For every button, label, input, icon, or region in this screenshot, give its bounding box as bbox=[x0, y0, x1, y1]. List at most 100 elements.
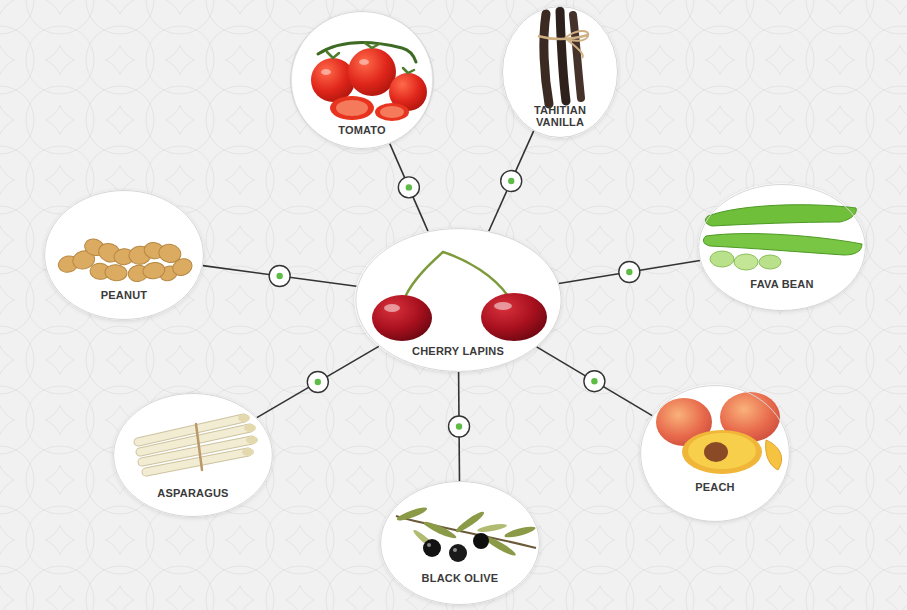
ingredient-circle: TAHITIAN VANILLA bbox=[502, 6, 618, 138]
connector-knob bbox=[307, 371, 328, 392]
tomato-picture-part bbox=[336, 100, 368, 116]
cherry-picture-part bbox=[494, 302, 512, 310]
peanut-picture-part-part bbox=[170, 256, 195, 279]
vanilla-picture-part bbox=[573, 15, 581, 98]
ingredient-label: PEANUT bbox=[59, 289, 189, 301]
fava-bean-picture bbox=[703, 205, 862, 270]
asparagus-picture-part-part bbox=[246, 436, 258, 444]
peanut-picture-part-part bbox=[142, 261, 166, 281]
white-disk-part bbox=[698, 184, 866, 311]
circle-outline bbox=[640, 385, 790, 522]
asparagus-picture-part-part bbox=[146, 452, 248, 472]
ingredient-label: TAHITIAN VANILLA bbox=[518, 104, 602, 128]
fava-bean-picture-part bbox=[734, 254, 758, 270]
connector bbox=[257, 346, 379, 417]
peanut-picture-part bbox=[143, 240, 183, 264]
green-dot bbox=[626, 269, 632, 275]
ingredient-circle: PEANUT bbox=[44, 190, 204, 320]
tomato-picture-part bbox=[375, 103, 409, 121]
white-disk-part bbox=[380, 481, 540, 605]
peach-picture-part bbox=[766, 440, 782, 470]
ingredient-label: ASPARAGUS bbox=[128, 487, 258, 499]
asparagus-picture-part bbox=[238, 414, 258, 456]
asparagus-picture-part-part bbox=[242, 448, 254, 456]
circle-border bbox=[641, 385, 790, 521]
cherry-picture bbox=[372, 252, 547, 341]
circle-border bbox=[502, 7, 617, 138]
fava-bean-picture-part bbox=[710, 251, 734, 267]
tomato-picture-part bbox=[311, 58, 355, 102]
ingredient-label: TOMATO bbox=[302, 124, 422, 136]
peach-picture-part bbox=[682, 430, 762, 474]
asparagus-picture-part bbox=[196, 424, 202, 470]
olive-picture-part-part bbox=[504, 524, 537, 539]
peanut-picture bbox=[56, 235, 195, 284]
connector bbox=[203, 266, 356, 287]
cherry-picture-part bbox=[384, 304, 400, 312]
peanut-picture-part bbox=[89, 262, 127, 281]
connector-knob bbox=[619, 261, 640, 282]
asparagus-picture-part-part bbox=[244, 424, 256, 432]
tomato-picture-part bbox=[380, 106, 404, 118]
white-disk bbox=[44, 6, 866, 605]
asparagus-picture-part bbox=[138, 418, 252, 472]
olive-picture-part-part bbox=[396, 505, 428, 523]
circle-border bbox=[291, 12, 434, 149]
ingredient-circle: FAVA BEAN bbox=[698, 184, 866, 311]
asparagus-picture-part bbox=[138, 418, 252, 472]
peach-picture-part bbox=[704, 442, 728, 462]
ingredient-circle: ASPARAGUS bbox=[113, 393, 273, 517]
connector-knob bbox=[501, 171, 522, 192]
ingredient-label: PEACH bbox=[655, 481, 775, 493]
ingredient-circle: PEACH bbox=[640, 385, 790, 522]
ingredient-circle: BLACK OLIVE bbox=[380, 481, 540, 605]
cherry-picture-part bbox=[372, 295, 432, 341]
peanut-picture-part-part bbox=[104, 264, 127, 282]
cherry-picture-part bbox=[443, 252, 508, 296]
tomato-picture-part bbox=[327, 43, 414, 73]
tomato-picture-part bbox=[359, 59, 369, 65]
green-dot bbox=[591, 378, 597, 384]
peach-picture-part bbox=[688, 433, 756, 469]
olive-picture-part-part bbox=[477, 522, 508, 533]
asparagus-picture-part-part bbox=[238, 414, 250, 422]
cherry-picture-part bbox=[405, 252, 443, 297]
tomato-picture bbox=[311, 43, 427, 121]
ingredient-circle: CHERRY LAPINS bbox=[355, 228, 562, 372]
green-dot bbox=[508, 178, 514, 184]
olive-picture bbox=[396, 505, 537, 562]
ingredient-label: CHERRY LAPINS bbox=[373, 345, 543, 357]
vanilla-picture-part bbox=[544, 14, 549, 104]
vanilla-picture bbox=[538, 11, 588, 104]
asparagus-picture bbox=[138, 414, 258, 472]
green-dot bbox=[276, 273, 282, 279]
cherry-picture-part bbox=[481, 293, 547, 341]
connector-knob bbox=[584, 371, 605, 392]
circle-border bbox=[114, 393, 273, 516]
olive-picture-part bbox=[453, 548, 457, 552]
connector bbox=[489, 131, 534, 231]
white-disk-part bbox=[640, 385, 790, 522]
circle-border bbox=[381, 481, 540, 604]
white-disk-part bbox=[502, 6, 618, 138]
ingredient-circle: TOMATO bbox=[290, 11, 434, 149]
olive-picture-part bbox=[427, 543, 431, 547]
vanilla-picture-part bbox=[565, 31, 588, 58]
olive-picture-part-part bbox=[422, 519, 458, 541]
green-dot bbox=[456, 423, 462, 429]
fava-bean-picture-part bbox=[705, 205, 856, 226]
tomato-picture-part bbox=[348, 48, 396, 96]
olive-picture-part bbox=[449, 544, 467, 562]
circle-border bbox=[45, 191, 204, 320]
circle-outline bbox=[698, 184, 866, 311]
peach-picture bbox=[656, 392, 782, 474]
connector-knob bbox=[398, 177, 419, 198]
connector bbox=[537, 347, 653, 416]
olive-picture-part bbox=[473, 533, 489, 549]
ingredient-label: FAVA BEAN bbox=[712, 278, 852, 290]
